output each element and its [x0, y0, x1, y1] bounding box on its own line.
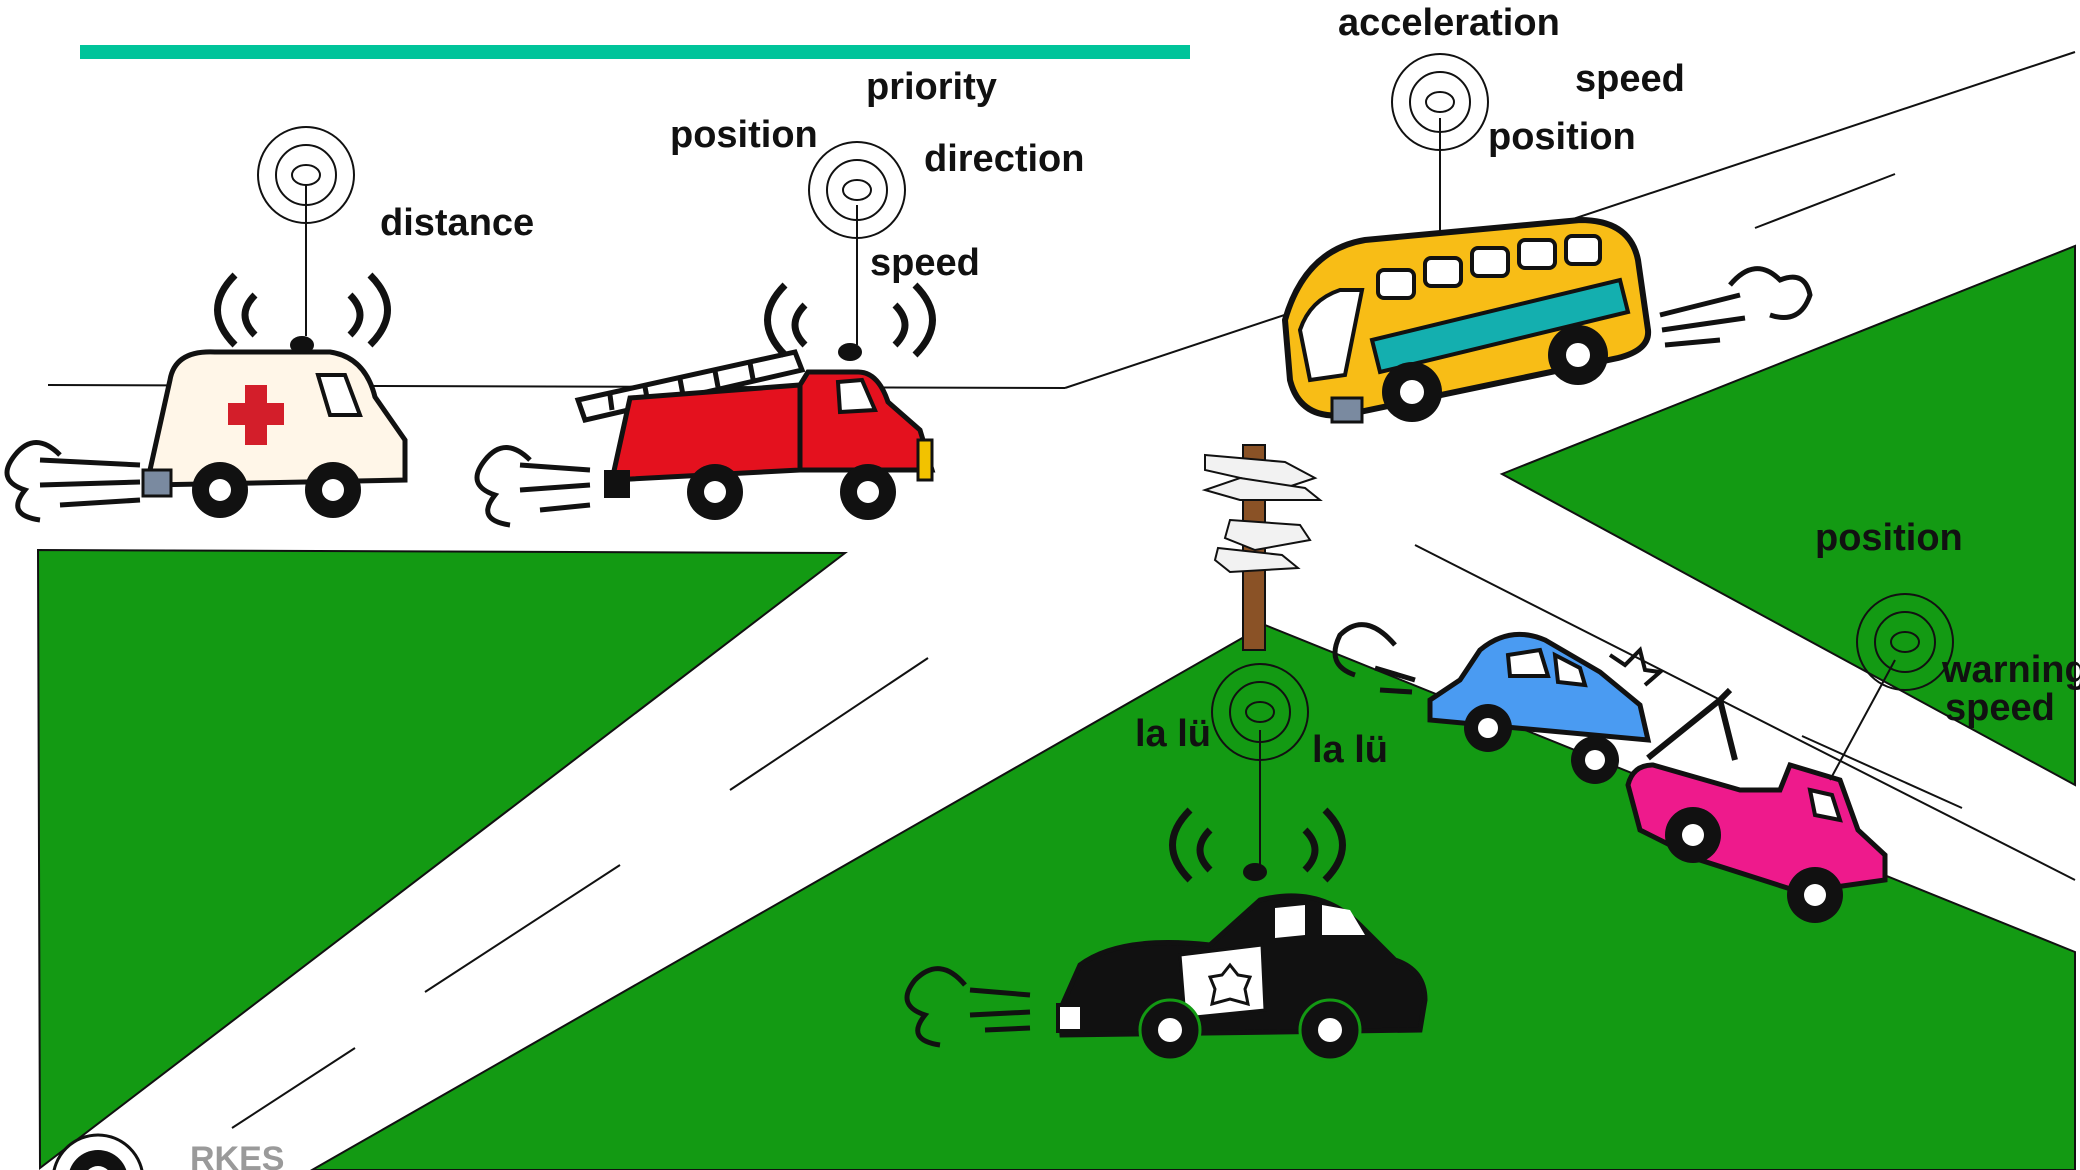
- ambulance: [4, 126, 408, 523]
- accent-bar: [80, 45, 1190, 59]
- school-bus: [1281, 53, 1813, 424]
- brand-text: RKES: [190, 1140, 284, 1170]
- fire-truck: [474, 141, 936, 528]
- antenna-icon: [1829, 593, 1954, 781]
- towtruck-label-warning: warning: [1941, 649, 2080, 691]
- police-label-1: la lü: [1135, 713, 1211, 755]
- signpost: [1201, 444, 1323, 651]
- bus-label-speed: speed: [1575, 58, 1685, 100]
- signal-waves-icon: [764, 282, 936, 358]
- grass-right: [1499, 244, 2076, 787]
- university-seal-icon: [52, 1133, 144, 1170]
- exhaust-icon: [474, 445, 591, 528]
- towtruck-label-speed: speed: [1945, 687, 2055, 729]
- signal-waves-icon: [1169, 807, 1346, 883]
- antenna-icon: [1391, 53, 1489, 235]
- antenna-icon: [1211, 663, 1309, 865]
- ambulance-label-distance: distance: [380, 202, 534, 244]
- towtruck-label-position: position: [1815, 517, 1963, 559]
- antenna-icon: [257, 126, 355, 336]
- exhaust-icon: [904, 966, 1031, 1048]
- bus-windows: [1297, 234, 1602, 383]
- grass-left: [36, 548, 848, 1170]
- firetruck-label-speed: speed: [870, 242, 980, 284]
- crashed-car: [1332, 622, 1665, 784]
- tow-truck: [1625, 593, 1954, 923]
- firetruck-label-position: position: [670, 114, 818, 156]
- exhaust-icon: [4, 440, 141, 523]
- bus-label-position: position: [1488, 116, 1636, 158]
- police-car: [904, 663, 1428, 1062]
- antenna-icon: [808, 141, 906, 345]
- exhaust-icon: [1332, 622, 1416, 695]
- exhaust-icon: [1659, 266, 1813, 348]
- firetruck-label-priority: priority: [866, 66, 997, 108]
- police-label-2: la lü: [1312, 729, 1388, 771]
- lane-markings: [231, 173, 1963, 1129]
- firetruck-label-direction: direction: [924, 138, 1084, 180]
- bus-label-acceleration: acceleration: [1338, 2, 1560, 44]
- signal-waves-icon: [214, 272, 391, 348]
